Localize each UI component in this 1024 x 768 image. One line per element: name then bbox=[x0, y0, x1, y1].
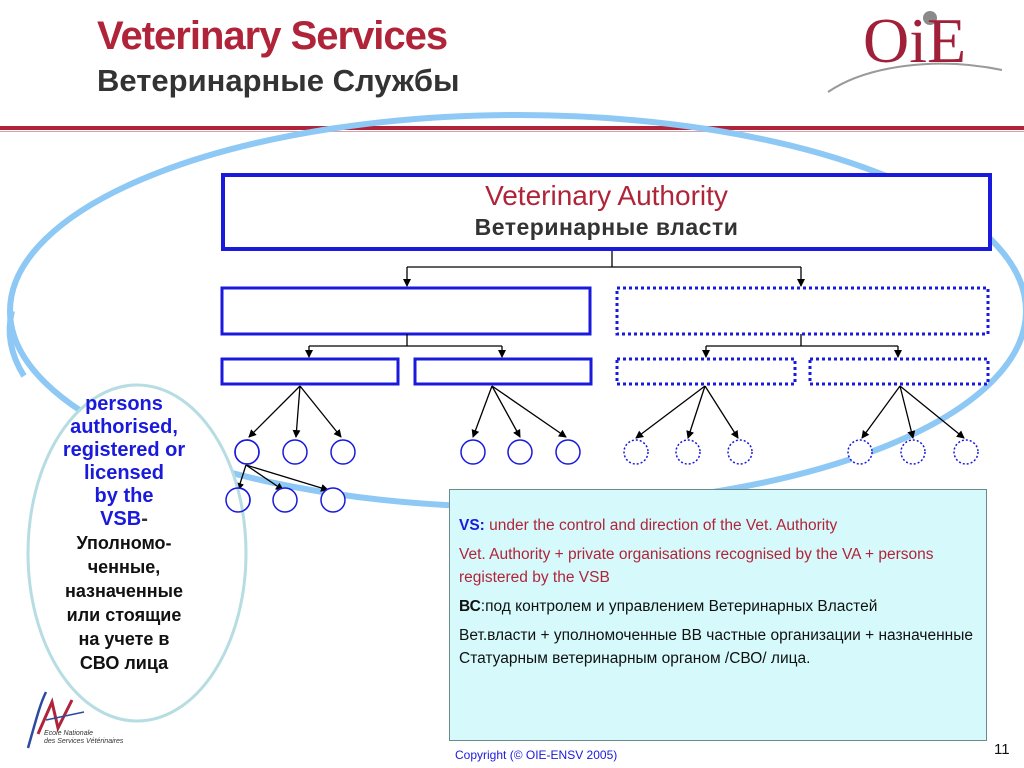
authority-title-en: Veterinary Authority bbox=[485, 180, 728, 211]
persons-ru-line: на учете в bbox=[78, 629, 170, 649]
vs-label: VS: bbox=[459, 517, 485, 534]
vs-subunit-box-4 bbox=[808, 357, 990, 386]
ensv-logo bbox=[26, 691, 85, 749]
persons-ru-line: Уполномо- bbox=[76, 533, 172, 553]
bc-text: :под контролем и управлением Ветеринарны… bbox=[480, 598, 878, 615]
persons-ru-line: СВО лица bbox=[79, 653, 169, 673]
persons-ru-line: или стоящие bbox=[66, 605, 182, 625]
vsb-abbrev: VSB bbox=[100, 508, 142, 530]
vs-text: under the control and direction of the V… bbox=[484, 517, 838, 534]
person-node-dotted bbox=[623, 439, 649, 465]
person-node bbox=[320, 487, 346, 513]
persons-en-line: authorised, bbox=[70, 416, 178, 438]
vs-unit-box-right bbox=[615, 286, 990, 336]
veterinary-authority-box: Veterinary Authority Ветеринарные власти bbox=[221, 173, 992, 251]
oie-logo-text: OiE bbox=[863, 5, 967, 76]
person-node-dotted bbox=[675, 439, 701, 465]
person-node bbox=[282, 439, 308, 465]
legend-ru-line: Вет.власти + уполномоченные ВВ частные о… bbox=[459, 627, 973, 667]
authority-title-ru: Ветеринарные власти bbox=[474, 214, 739, 240]
title-rule-thin bbox=[0, 131, 1024, 132]
ensv-line: Ecole Nationale bbox=[44, 730, 94, 737]
legend-box: VS: under the control and direction of t… bbox=[449, 489, 987, 741]
persons-en-line: licensed bbox=[83, 462, 165, 484]
persons-en-line: registered or bbox=[62, 439, 186, 461]
copyright: Copyright (© OIE-ENSV 2005) bbox=[455, 748, 618, 762]
oie-logo bbox=[827, 11, 1003, 93]
persons-oval-text: persons authorised, registered or licens… bbox=[44, 393, 204, 675]
persons-ru-line: ченные, bbox=[87, 557, 161, 577]
legend-va-line: Vet. Authority + private organisations r… bbox=[459, 546, 934, 586]
slide-title-ru: Ветеринарные Службы bbox=[97, 63, 460, 98]
person-node-dotted bbox=[900, 439, 926, 465]
bc-label: ВС bbox=[459, 598, 481, 615]
dash: - bbox=[141, 508, 148, 530]
ensv-line: des Services Vétérinaires bbox=[44, 738, 124, 745]
legend-bc: ВС:под контролем и управлением Ветеринар… bbox=[459, 595, 976, 618]
person-node bbox=[272, 487, 298, 513]
person-node bbox=[330, 439, 356, 465]
slide-title-en: Veterinary Services bbox=[97, 14, 448, 58]
persons-ru-line: назначенные bbox=[64, 581, 184, 601]
vs-subunit-box-1 bbox=[220, 357, 400, 386]
vs-subunit-box-2 bbox=[413, 357, 593, 386]
title-rule bbox=[0, 126, 1024, 130]
page-number: 11 bbox=[994, 741, 1010, 758]
person-node-dotted bbox=[953, 439, 979, 465]
person-node bbox=[460, 439, 486, 465]
persons-en-line: persons bbox=[85, 393, 163, 415]
person-node-dotted bbox=[727, 439, 753, 465]
vs-unit-box-left bbox=[220, 286, 592, 336]
person-node bbox=[507, 439, 533, 465]
persons-en-vsb: VSB- bbox=[44, 508, 204, 531]
persons-oval bbox=[26, 383, 248, 723]
vs-subunit-box-3 bbox=[615, 357, 797, 386]
ensv-logo-text: Ecole Nationale des Services Vétérinaire… bbox=[44, 730, 123, 746]
legend-vs: VS: under the control and direction of t… bbox=[459, 514, 976, 537]
persons-en-line: by the bbox=[94, 485, 154, 507]
person-node-dotted bbox=[847, 439, 873, 465]
person-node bbox=[555, 439, 581, 465]
